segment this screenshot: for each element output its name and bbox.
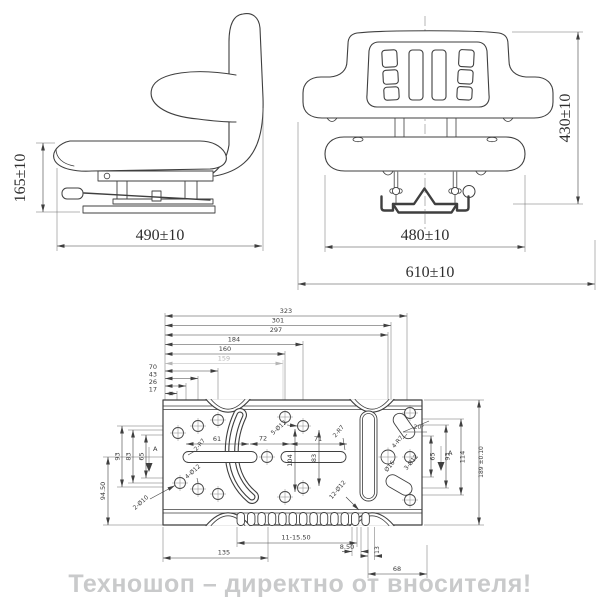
dim-left-65: 65 <box>138 452 146 460</box>
dim-11-1550: 11-15.50 <box>281 534 310 542</box>
dim-seat-height: 165±10 <box>12 154 29 203</box>
dim-72: 72 <box>259 435 267 443</box>
dim-right-93: 93 <box>444 452 452 460</box>
vent-panel <box>366 41 490 108</box>
left-dimension-chain: 93 83 65 94.50 A <box>99 426 158 525</box>
dim-left-93: 93 <box>114 452 122 460</box>
section-label-left: A <box>153 445 158 453</box>
dim-13: 13 <box>374 546 381 554</box>
backrest-struts <box>394 117 457 138</box>
dim-301: 301 <box>272 317 284 325</box>
seat-undercarriage <box>61 170 216 214</box>
clamp-left <box>391 186 401 196</box>
seat-front-view: 430±10 480±10 610±10 <box>297 16 596 290</box>
bottom-dimensions: 135 11-15.50 8.50 13 68 <box>163 534 427 576</box>
slot-angled-bottom <box>385 474 413 496</box>
dim-left-9450: 94.50 <box>99 482 107 501</box>
dim-83: 83 <box>310 454 318 462</box>
dim-seat-length: 490±10 <box>136 227 185 244</box>
section-arrow-left <box>145 463 153 472</box>
dim-right-189: 189 ±0.10 <box>478 446 485 478</box>
dim-right-114: 114 <box>459 451 467 463</box>
middle-dimensions: 61 72 71 104 83 <box>186 429 347 492</box>
dim-26: 26 <box>149 378 157 386</box>
vent-slots-right <box>456 49 475 101</box>
dim-184: 184 <box>228 336 240 344</box>
vent-slots-center <box>408 49 447 101</box>
base-rail <box>82 205 216 214</box>
dim-323: 323 <box>280 307 292 315</box>
dim-seat-total-height: 430±10 <box>557 94 574 143</box>
callout-20deg: 20° <box>414 424 425 431</box>
seat-side-view: 165±10 490±10 <box>12 13 264 251</box>
seat-cushion-side <box>53 140 227 172</box>
dim-overall-width: 610±10 <box>406 264 455 281</box>
armrest-fill <box>151 71 236 122</box>
cushion-lip-line <box>55 148 75 167</box>
footer-watermark-cropped: Техношоп – директно от вносителя! <box>0 597 600 600</box>
slot-middle-horizontal <box>280 451 347 463</box>
clamp-right <box>450 186 460 196</box>
slot-left-horizontal <box>182 451 258 463</box>
mounting-plate-drawing: 323 301 297 184 160 159 70 43 26 17 93 8… <box>99 307 485 578</box>
dim-61: 61 <box>213 435 221 443</box>
section-label-right: A <box>448 449 453 457</box>
adjustment-lever-knob <box>61 187 84 200</box>
dim-71: 71 <box>314 435 322 443</box>
slot-angled-top <box>392 412 416 440</box>
seat-cushion-front <box>324 136 526 172</box>
backrest-side-outline <box>208 13 264 177</box>
slot-right-vertical <box>359 410 378 502</box>
vent-slots-left <box>381 49 400 101</box>
front-view-dimensions: 430±10 480±10 610±10 <box>297 31 596 290</box>
dim-160: 160 <box>219 345 231 353</box>
dim-104: 104 <box>286 454 294 466</box>
section-arrow-right <box>437 462 445 471</box>
dim-68: 68 <box>393 565 401 573</box>
dim-850: 8.50 <box>340 543 354 551</box>
callout-2-d10: 2-Ø10 <box>132 494 150 512</box>
dim-159: 159 <box>218 355 230 363</box>
dim-135: 135 <box>218 549 230 557</box>
suspension-assembly <box>380 171 476 214</box>
dim-right-65: 65 <box>429 452 437 460</box>
dim-left-83: 83 <box>125 452 133 460</box>
dim-17: 17 <box>149 386 157 394</box>
dim-seat-width: 480±10 <box>401 227 450 244</box>
side-view-dimensions: 165±10 490±10 <box>12 108 264 251</box>
mounting-bracket <box>380 195 470 214</box>
dim-43: 43 <box>149 371 157 379</box>
dim-70: 70 <box>149 363 157 371</box>
armrest-outline <box>150 71 237 123</box>
footer-watermark: Техношоп – директно от вносителя! <box>68 570 532 598</box>
dim-297: 297 <box>270 326 282 334</box>
right-dimension-chain: 65 93 114 189 ±0.10 A <box>429 400 485 525</box>
top-dimension-chain: 323 301 297 184 160 159 70 43 26 17 <box>149 307 407 396</box>
